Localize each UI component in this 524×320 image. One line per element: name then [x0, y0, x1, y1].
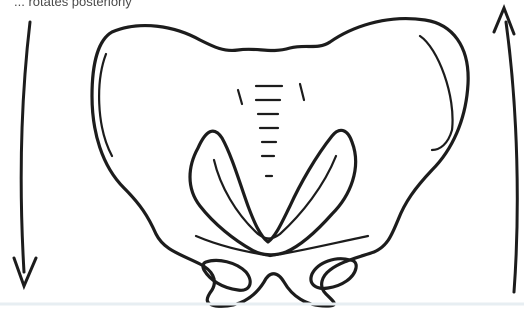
pelvis-outline	[92, 19, 468, 307]
pubic-arch	[196, 236, 368, 256]
right-iliac-curve	[420, 36, 453, 150]
left-obturator-foramen	[203, 260, 250, 290]
right-rotation-arrow	[494, 8, 517, 292]
left-rotation-arrow	[14, 22, 36, 286]
right-obturator-foramen	[311, 259, 356, 289]
left-iliac-curve	[99, 54, 112, 156]
sacrum	[190, 84, 356, 255]
